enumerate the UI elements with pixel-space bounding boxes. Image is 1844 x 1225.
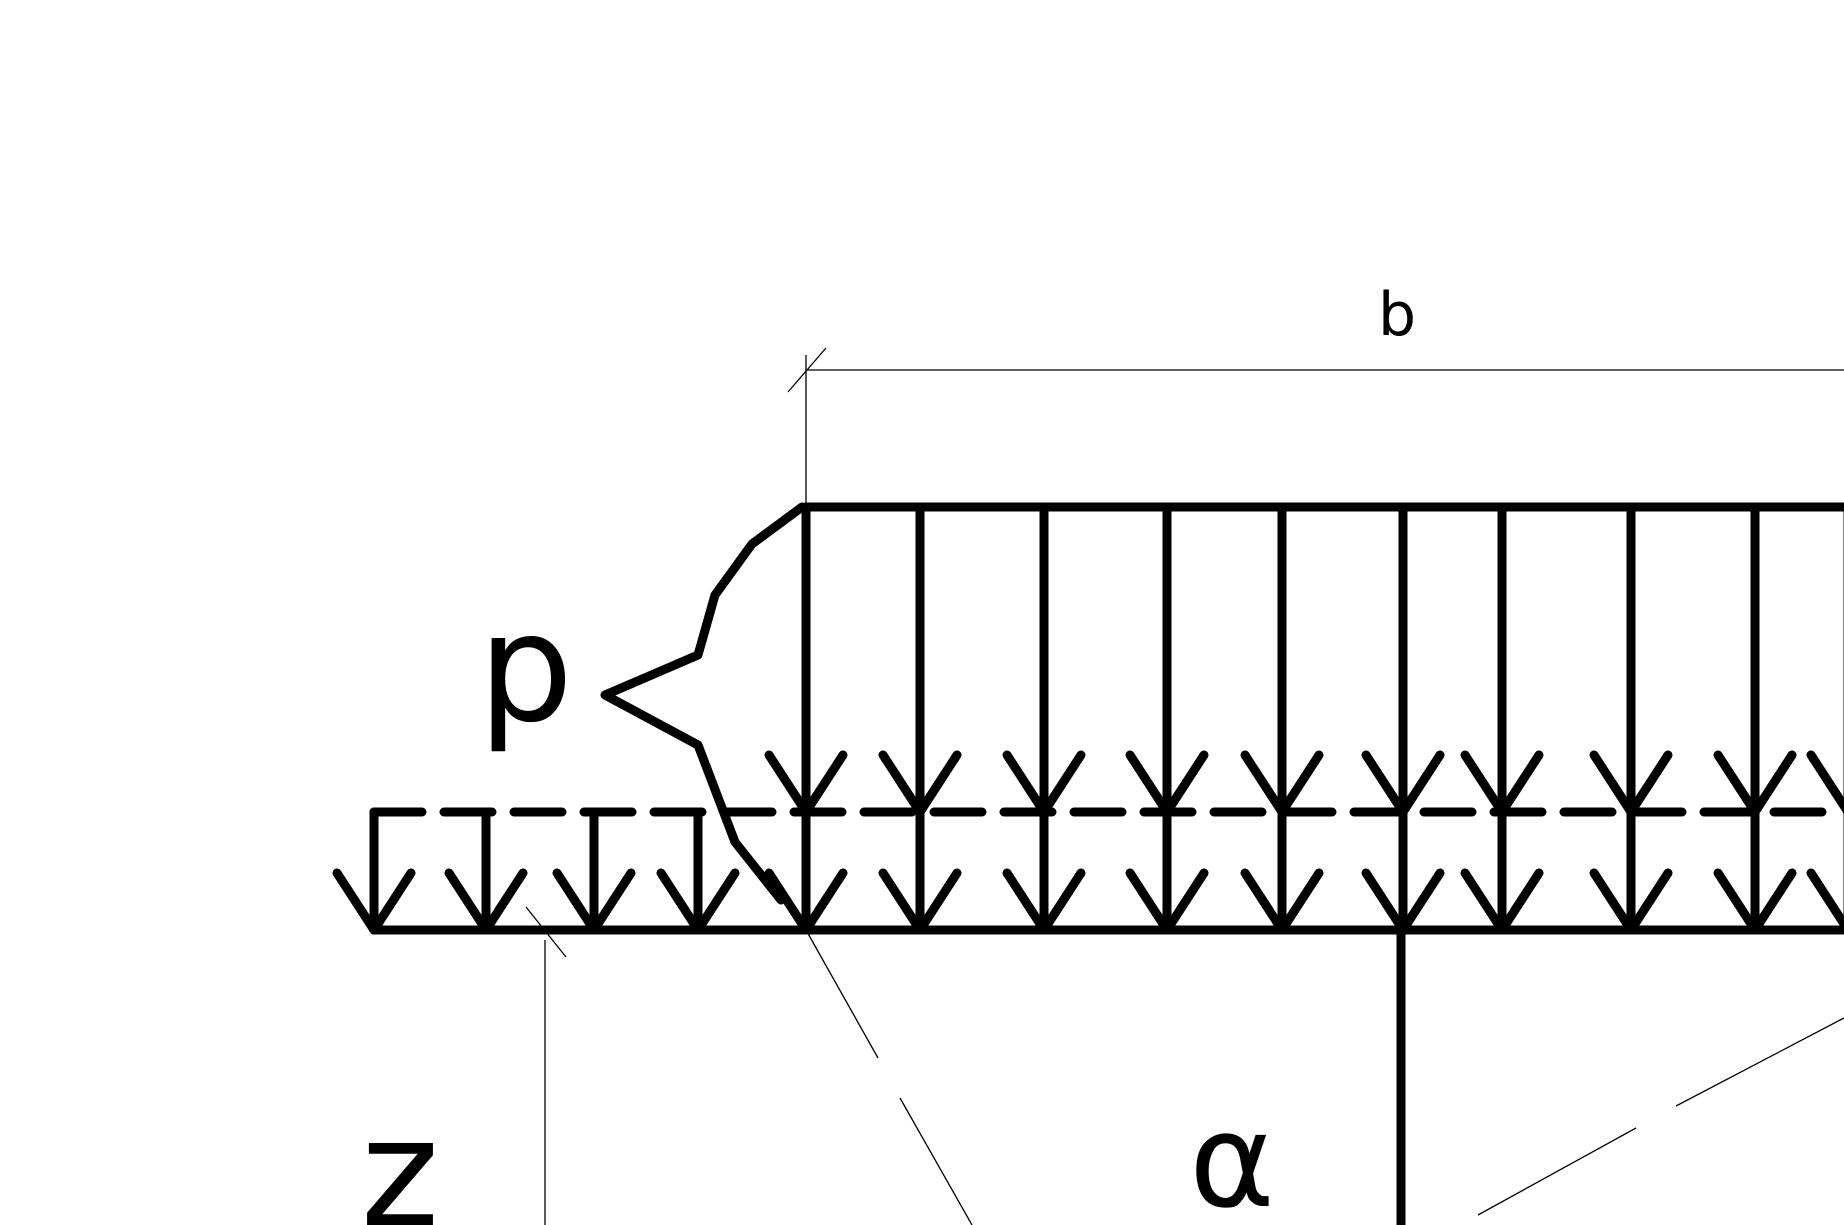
down-arrow	[1240, 807, 1324, 935]
dimension-tick	[787, 347, 827, 393]
spread-line-right	[1477, 1127, 1637, 1216]
down-arrow	[1002, 502, 1086, 817]
down-arrow	[332, 807, 416, 935]
spread-line-left	[899, 1097, 973, 1225]
down-arrow	[1713, 502, 1797, 817]
down-arrow	[1002, 807, 1086, 935]
width-label: b	[1378, 280, 1416, 350]
surface-load: p	[478, 502, 1844, 905]
angle-label: α	[1189, 1085, 1275, 1225]
down-arrow	[764, 502, 848, 817]
load-label: p	[478, 582, 573, 756]
down-arrow	[1460, 502, 1544, 817]
down-arrow	[444, 807, 528, 935]
down-arrow	[878, 502, 962, 817]
lower-load-arrows	[332, 807, 1844, 935]
down-arrow	[1361, 502, 1445, 817]
depth-dimension: z	[361, 906, 567, 1225]
stress-distribution	[332, 807, 1844, 935]
down-arrow	[878, 807, 962, 935]
spread-line-left	[805, 929, 879, 1059]
width-dimension: b	[787, 280, 1844, 508]
upper-load-arrows	[764, 502, 1844, 817]
down-arrow	[1361, 807, 1445, 935]
down-arrow	[1460, 807, 1544, 935]
down-arrow	[552, 807, 636, 935]
spread-line-right	[1675, 1017, 1844, 1107]
load-brace	[600, 502, 807, 905]
depth-tick	[525, 906, 567, 958]
down-arrow	[1589, 807, 1673, 935]
depth-label: z	[361, 1087, 440, 1225]
down-arrow	[656, 807, 740, 935]
down-arrow	[1125, 502, 1209, 817]
down-arrow	[1806, 809, 1844, 933]
down-arrow	[1125, 807, 1209, 935]
down-arrow	[764, 807, 848, 935]
down-arrow	[1713, 807, 1797, 935]
down-arrow	[1240, 502, 1324, 817]
down-arrow	[1806, 504, 1844, 815]
down-arrow	[1589, 502, 1673, 817]
